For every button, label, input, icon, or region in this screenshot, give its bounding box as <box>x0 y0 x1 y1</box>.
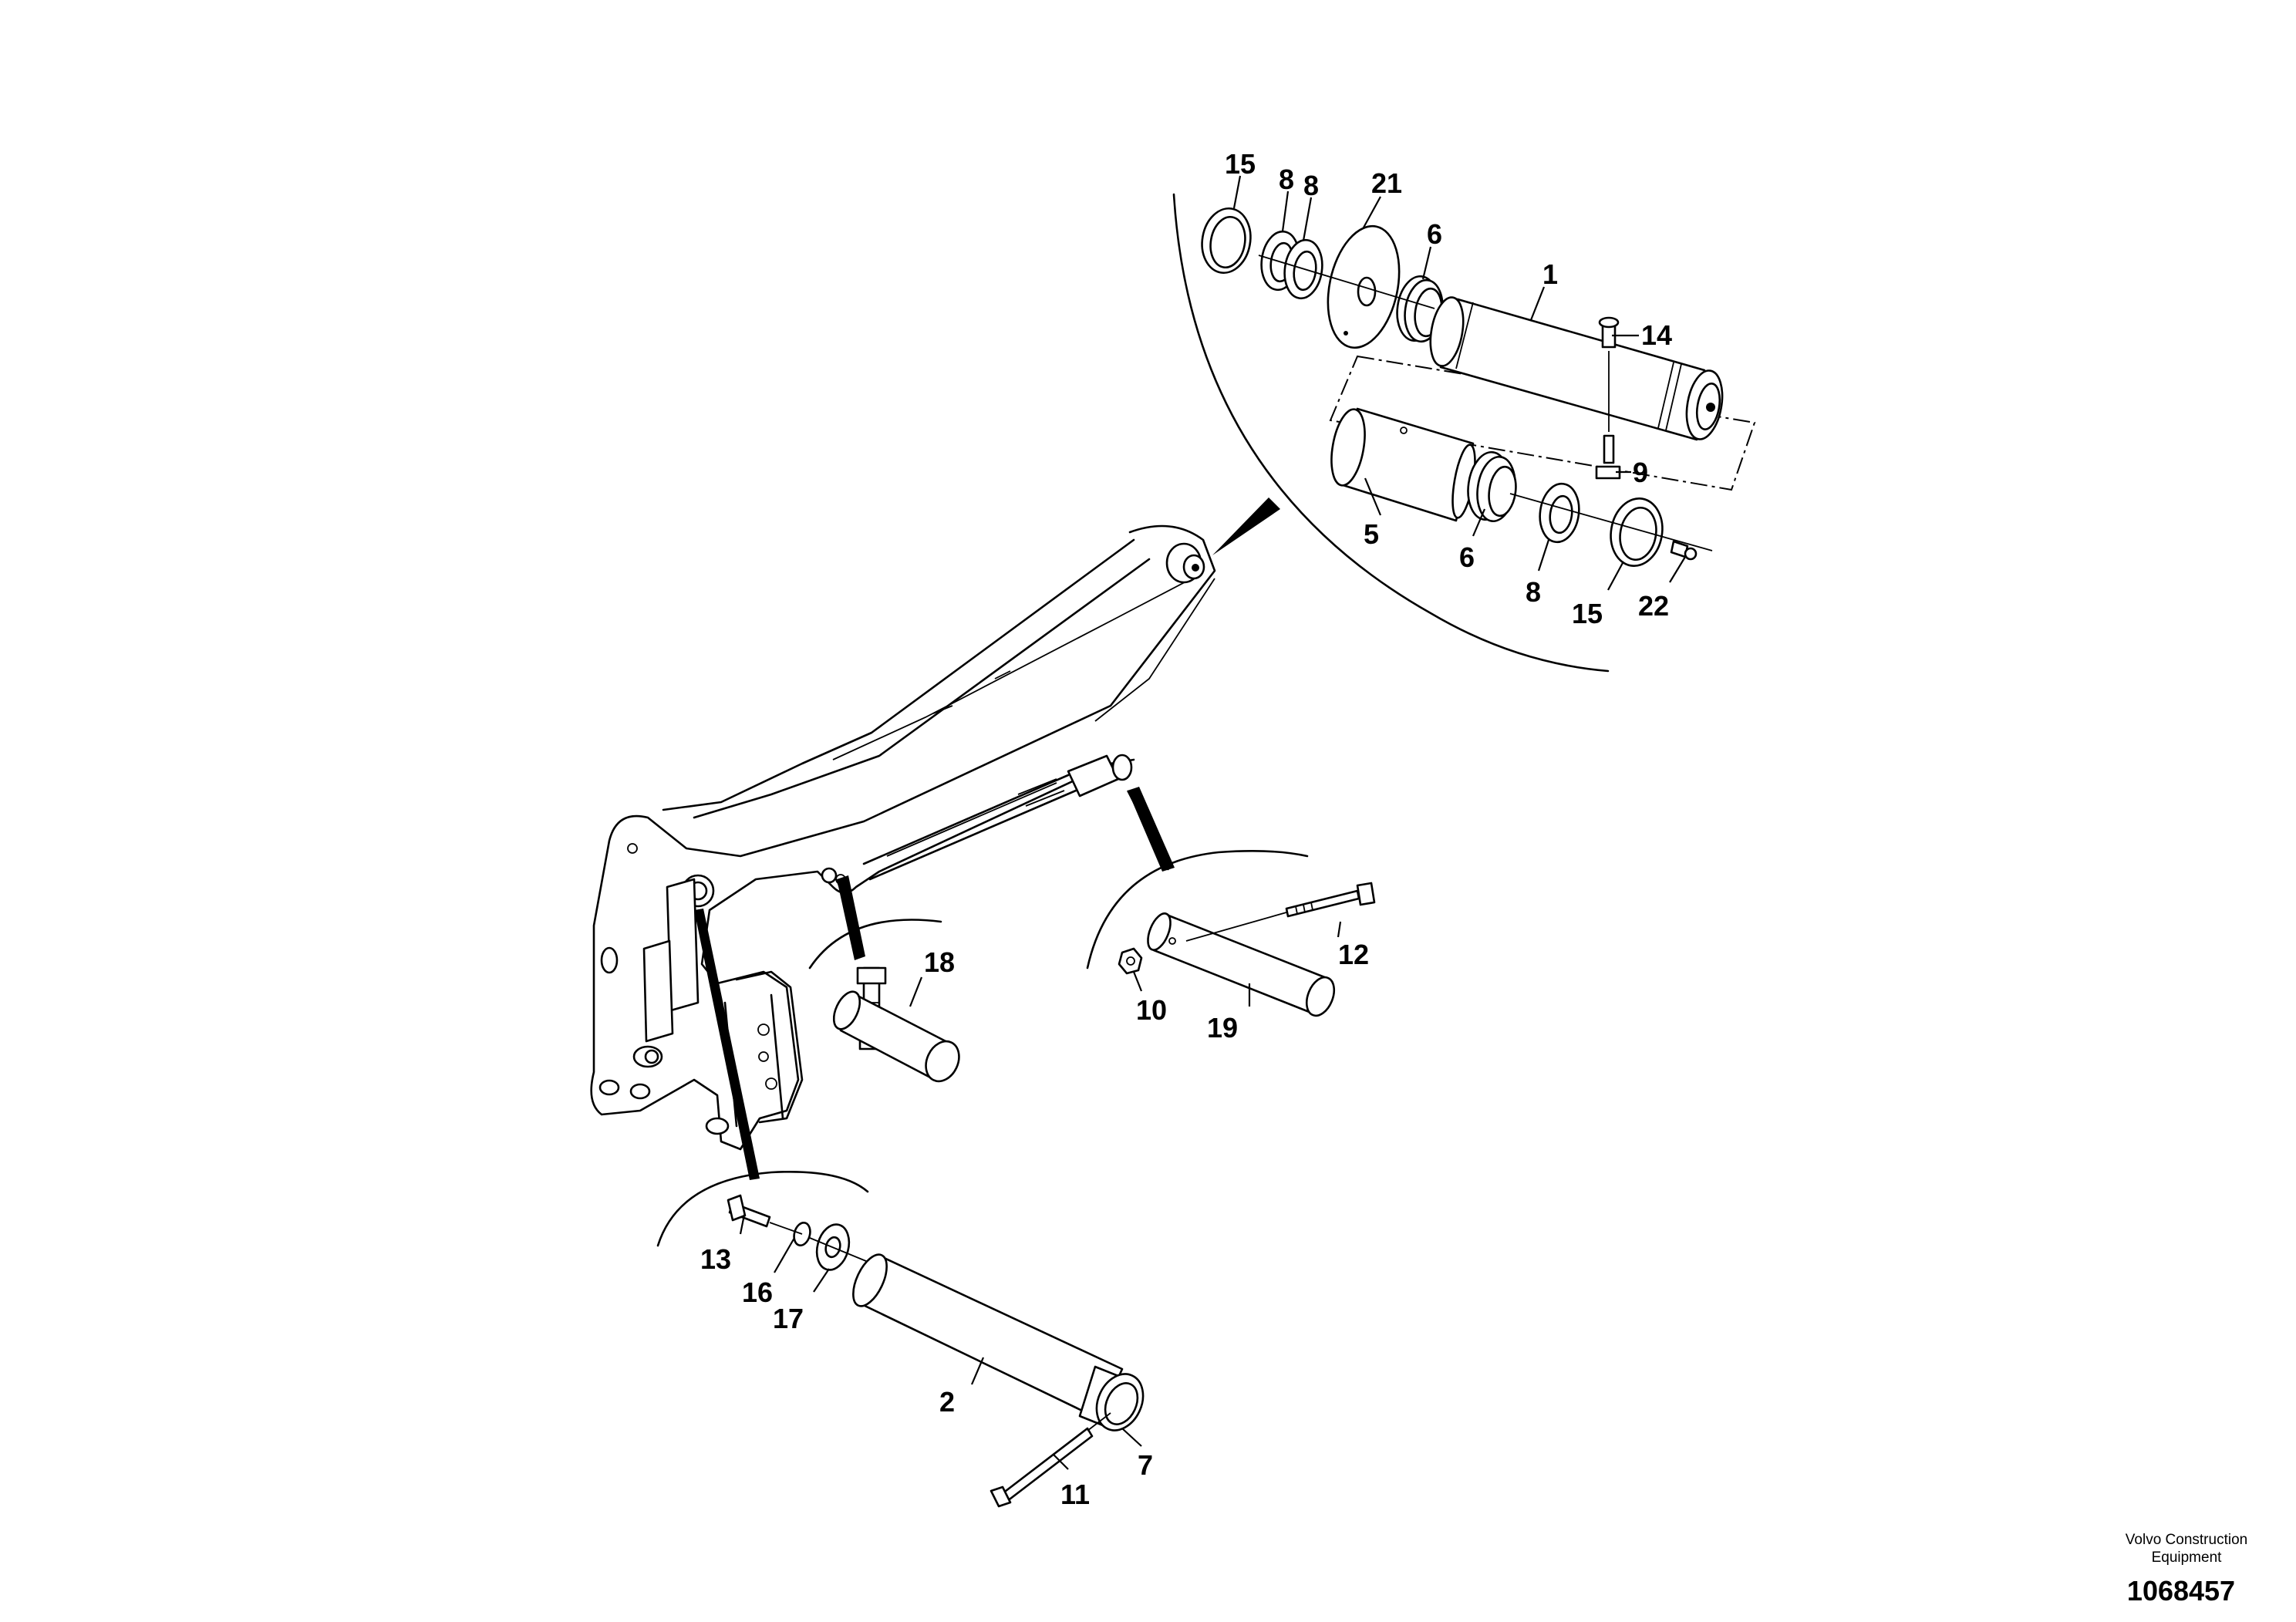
label-17: 17 <box>773 1303 804 1334</box>
label-10: 10 <box>1136 994 1167 1026</box>
detail-callout-bottom <box>656 909 1145 1508</box>
part-number-labels: 15 8 8 21 6 1 14 9 5 6 8 15 22 18 12 10 … <box>700 148 1672 1510</box>
label-9: 9 <box>1633 457 1648 488</box>
label-1: 1 <box>1542 258 1558 290</box>
label-6-bottom: 6 <box>1459 541 1475 573</box>
detail-callout-middle-right <box>1086 787 1376 1017</box>
label-2: 2 <box>939 1386 955 1418</box>
label-7: 7 <box>1138 1449 1153 1481</box>
label-21: 21 <box>1371 167 1402 199</box>
label-5: 5 <box>1364 518 1379 550</box>
label-12: 12 <box>1338 939 1369 970</box>
label-15-top: 15 <box>1225 148 1256 180</box>
label-8-top-a: 8 <box>1279 164 1294 195</box>
label-6-top: 6 <box>1427 218 1442 250</box>
drawing-number: 1068457 <box>2127 1575 2235 1607</box>
boom-arm-assembly <box>590 524 1216 1151</box>
leader-lines <box>739 175 1686 1470</box>
label-13: 13 <box>700 1243 731 1275</box>
detail-callout-top <box>1172 193 1756 673</box>
label-16: 16 <box>742 1276 773 1308</box>
label-19: 19 <box>1207 1012 1238 1044</box>
label-8-top-b: 8 <box>1303 170 1319 201</box>
brand-line-2: Equipment <box>2152 1549 2223 1566</box>
detail-callout-middle-left <box>808 875 960 1083</box>
label-22: 22 <box>1638 590 1669 622</box>
label-14: 14 <box>1641 319 1672 351</box>
brand-line-1: Volvo Construction <box>2126 1532 2247 1548</box>
label-11: 11 <box>1060 1479 1090 1510</box>
label-15-bottom: 15 <box>1572 598 1603 629</box>
footer: Volvo Construction Equipment 1068457 <box>2126 1532 2247 1607</box>
label-8-bottom: 8 <box>1526 576 1541 608</box>
label-18: 18 <box>924 946 955 978</box>
